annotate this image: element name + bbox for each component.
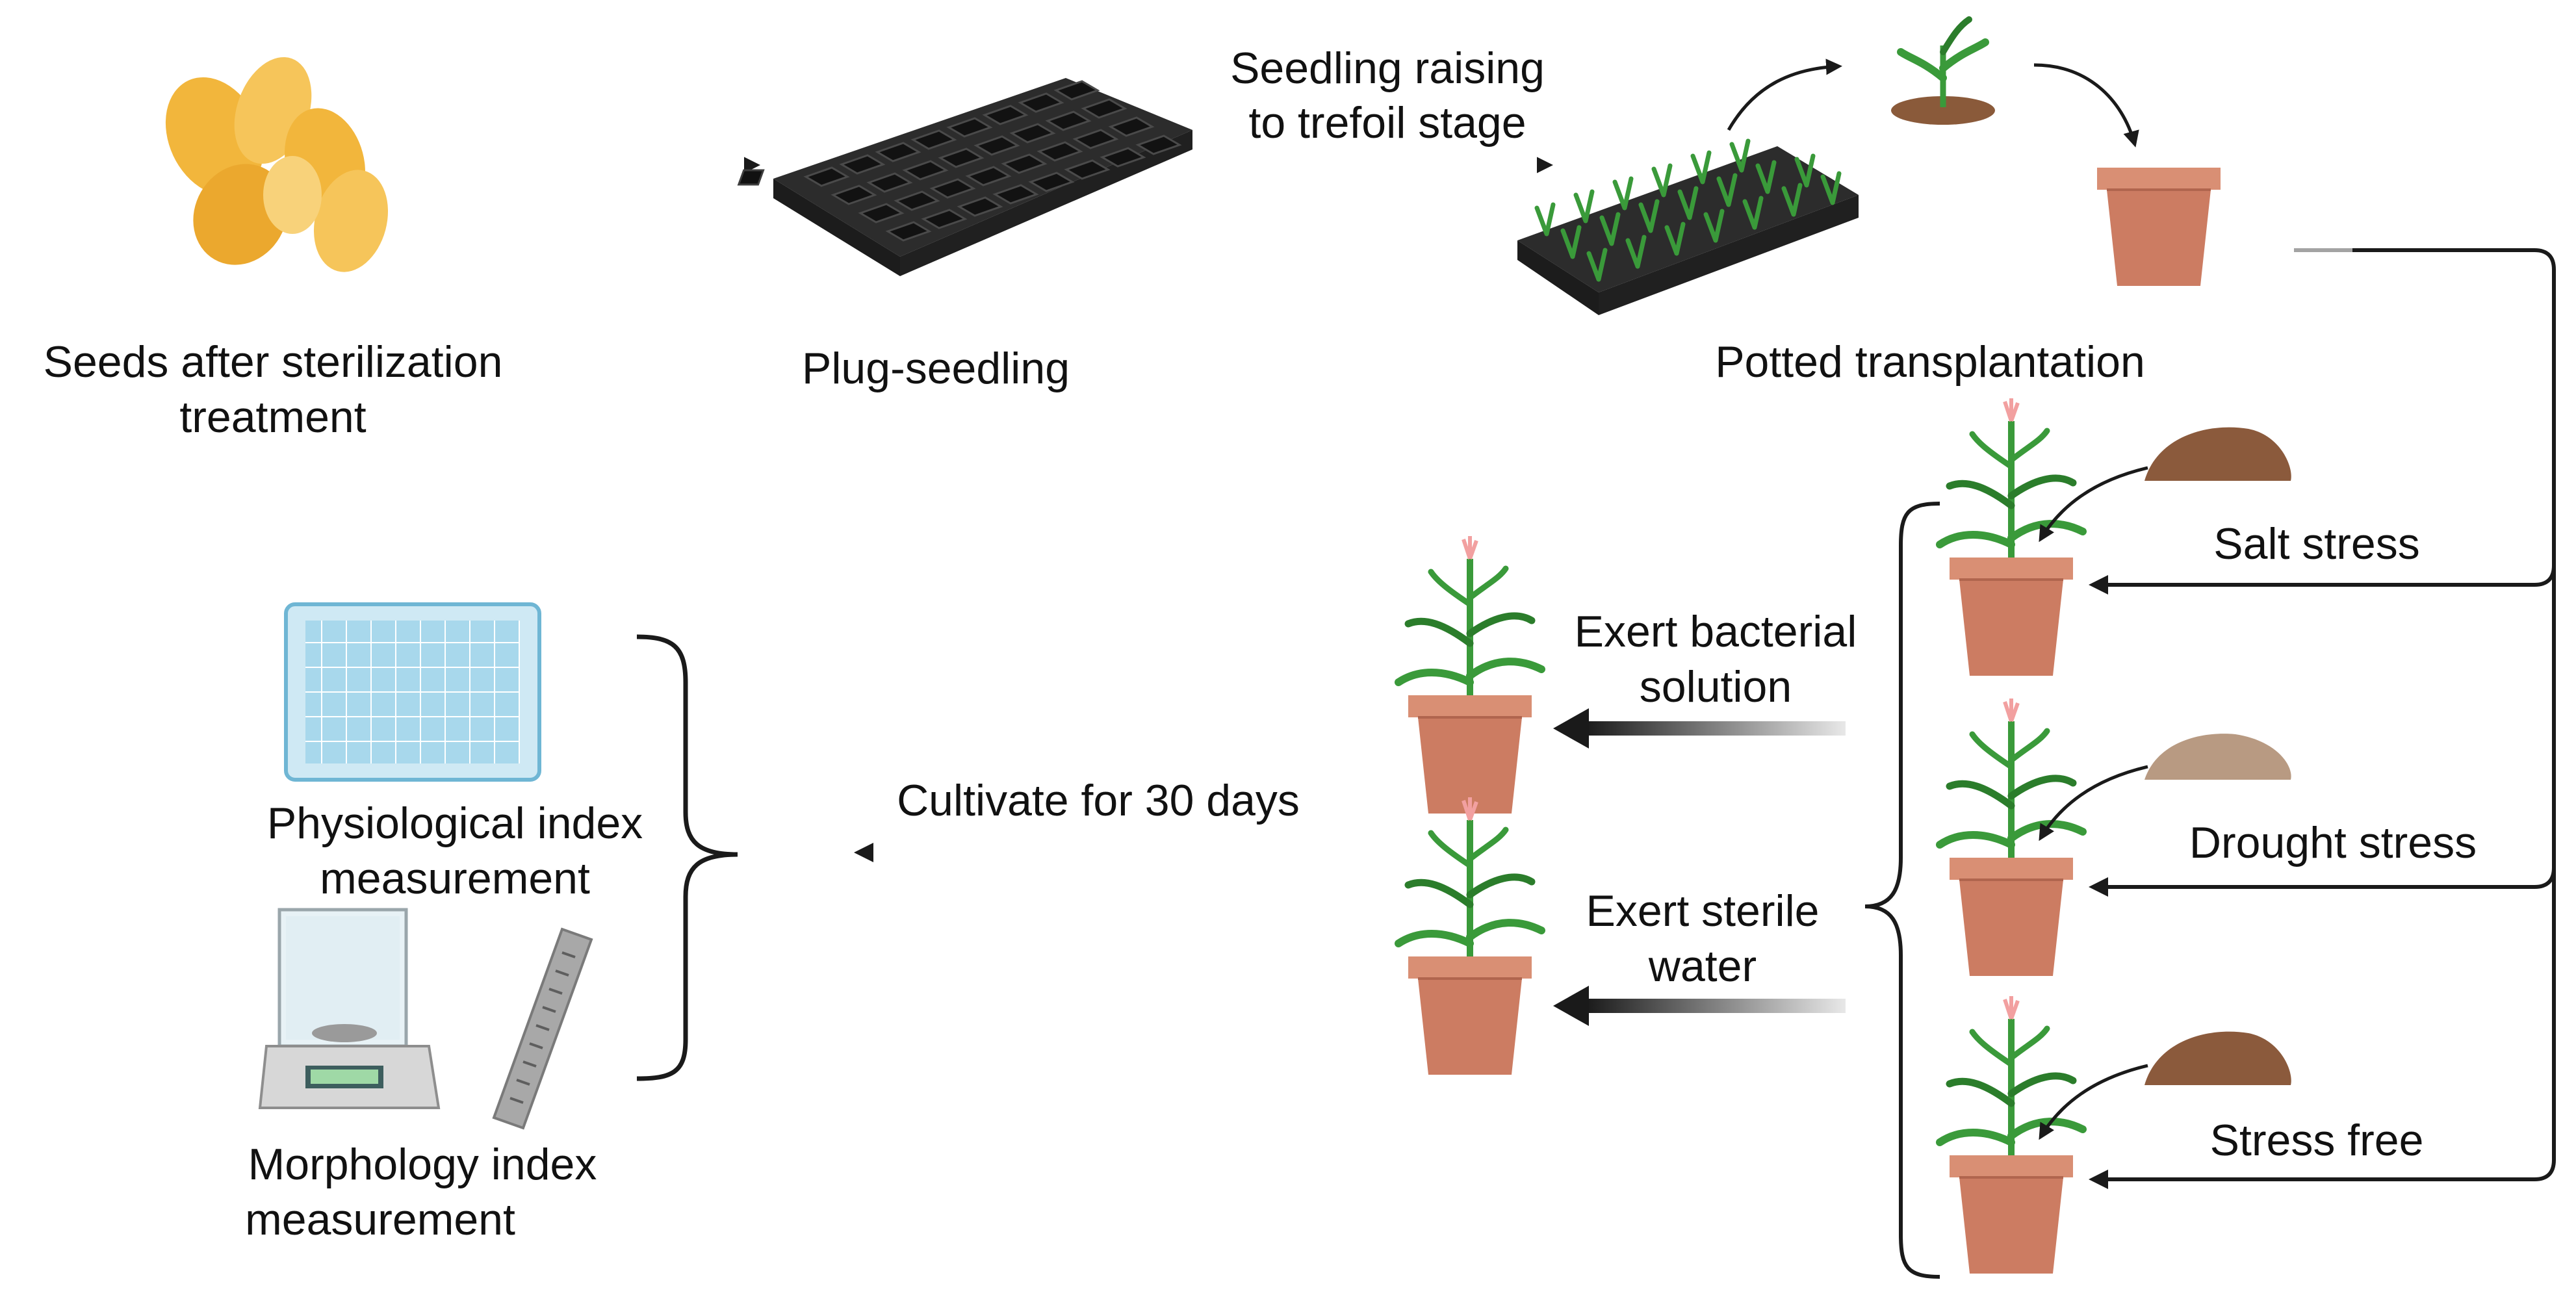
plug-tray-cell — [973, 135, 1020, 156]
plug-tray-cell — [921, 209, 968, 229]
plug-tray-cell — [1081, 98, 1127, 119]
stress-group-brace — [1864, 502, 1940, 1279]
analytical-balance-illustration — [258, 908, 441, 1109]
empty-pot — [2096, 166, 2222, 287]
morpho-label-line2: measurement — [245, 1195, 515, 1244]
plug-tray-cell — [1037, 141, 1083, 162]
arrow-sterile-shaft — [1586, 999, 1846, 1013]
plug-tray-cell — [982, 105, 1029, 125]
plug-tray-cell — [946, 117, 993, 138]
plug-tray-cell — [1100, 147, 1146, 168]
plug-tray-cell — [957, 196, 1003, 217]
plug-tray-cell — [831, 185, 877, 205]
plug-tray-cell — [885, 221, 932, 242]
bacterial-label-line1: Exert bacterial — [1575, 607, 1857, 656]
sterile-label-line2: water — [1648, 942, 1757, 991]
plug-tray-cell — [858, 203, 905, 224]
arrow-to-empty-pot — [2033, 63, 2139, 147]
plug-tray-cell — [1135, 135, 1182, 155]
plug-tray-cell — [875, 142, 921, 162]
plug-tray-cell — [992, 184, 1039, 205]
sterile-treated-plant — [1398, 797, 1541, 1076]
microplate-illustration — [284, 602, 541, 782]
salt-soil-pile — [2145, 427, 2291, 481]
arrow-salt-to-plant — [2039, 466, 2148, 543]
stress-free-plant — [1940, 996, 2083, 1275]
seeds-illustration — [165, 57, 389, 272]
plug-tray-cell — [910, 129, 957, 150]
physio-label-line2: measurement — [320, 854, 590, 903]
plug-tray-cell — [1108, 116, 1155, 137]
plug-tray-cells — [803, 80, 1182, 242]
plug-tray-cell — [965, 166, 1012, 186]
plug-tray-cell — [866, 172, 913, 193]
drought-stress-plant — [1940, 699, 2083, 977]
arrow-bacterial-shaft — [1586, 721, 1846, 736]
stress-free-label: Stress free — [2210, 1116, 2424, 1165]
drought-soil-pile — [2145, 734, 2291, 780]
potted-label: Potted transplantation — [1715, 337, 2145, 387]
branch-salt — [2089, 565, 2556, 595]
plug-tray-cell — [839, 154, 886, 175]
plug-tray-illustration — [737, 78, 1192, 276]
physio-label-line1: Physiological index — [267, 799, 643, 848]
plug-tray-cell — [1045, 110, 1092, 131]
arrow-to-seedling — [1727, 58, 1842, 131]
raising-label-line1: Seedling raising — [1230, 44, 1545, 93]
salt-stress-label: Salt stress — [2213, 519, 2419, 569]
arrow-free-to-plant — [2039, 1064, 2148, 1140]
bacterial-label-line2: solution — [1640, 662, 1792, 712]
raising-label-line2: to trefoil stage — [1248, 98, 1526, 147]
cultivate-label: Cultivate for 30 days — [897, 776, 1300, 825]
drought-stress-label: Drought stress — [2189, 818, 2477, 867]
plug-tray-cell — [803, 166, 850, 187]
free-soil-pile — [2145, 1031, 2291, 1085]
plug-tray-cell — [1028, 172, 1075, 192]
branch-drought — [2089, 867, 2556, 897]
arrow-bacterial-head — [1553, 708, 1589, 749]
plug-tray-cell — [894, 190, 940, 211]
bacterial-treated-plant — [1398, 536, 1541, 815]
ruler-illustration — [492, 927, 593, 1130]
plug-tray-cell — [1009, 123, 1056, 144]
plug-tray-cell — [1018, 92, 1064, 113]
plug-tray-cell — [1064, 159, 1111, 180]
seeds-label-line1: Seeds after sterilization — [44, 337, 503, 387]
plug-tray-cell — [1001, 153, 1048, 174]
single-seedling-illustration — [1891, 16, 1995, 125]
measurement-brace — [636, 634, 738, 1081]
arrow-drought-to-plant — [2039, 765, 2148, 841]
plug-tray-cell — [1053, 80, 1100, 101]
salt-stress-plant — [1940, 398, 2083, 677]
arrow-sterile-head — [1553, 986, 1589, 1026]
seedling-tray-illustration — [1517, 138, 1859, 315]
plug-tray-cell — [938, 147, 985, 168]
morpho-label-line1: Morphology index — [248, 1140, 597, 1189]
distribution-line — [2089, 248, 2556, 1189]
plug-tray-cell — [929, 178, 976, 199]
sterile-label-line1: Exert sterile — [1586, 886, 1820, 936]
plug-tray-cell — [902, 160, 949, 181]
plug-label: Plug-seedling — [802, 344, 1070, 393]
plug-tray-cell — [1072, 129, 1119, 149]
seeds-label-line2: treatment — [179, 392, 366, 442]
